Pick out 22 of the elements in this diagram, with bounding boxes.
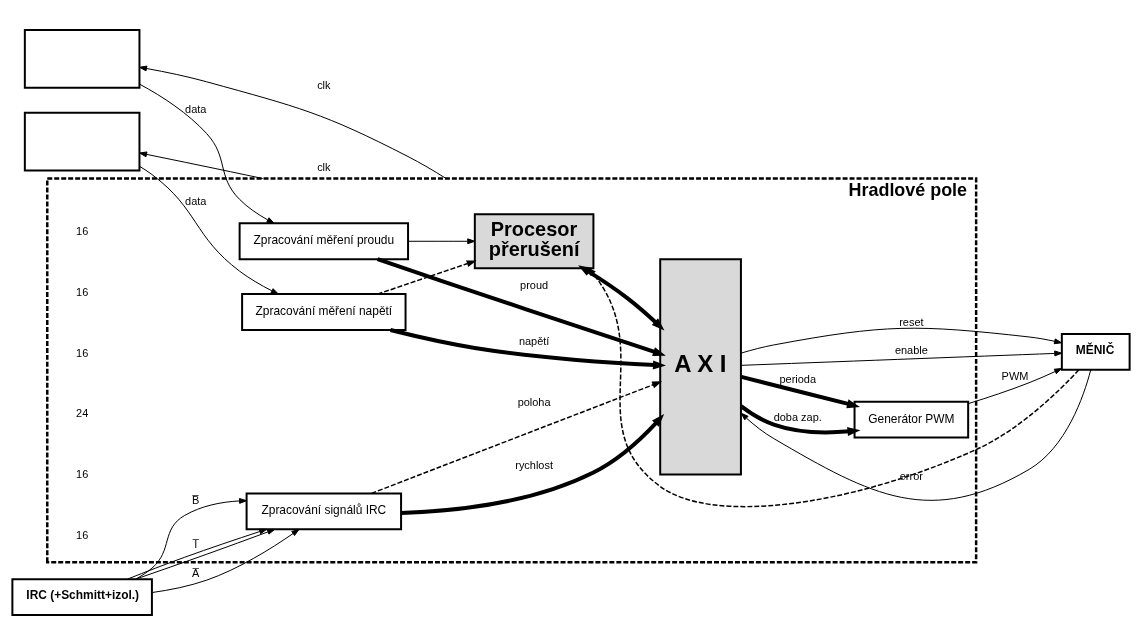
label: 16: [76, 467, 89, 480]
edge-label: I̅: [194, 537, 198, 550]
edge-label: clk: [317, 160, 331, 173]
edge-label: proud: [520, 278, 549, 291]
edge-label: poloha: [517, 395, 551, 408]
edge-label: reset: [899, 315, 924, 328]
label: 16: [76, 285, 89, 298]
label: 16: [76, 528, 89, 541]
edge-label: A̅: [192, 566, 200, 579]
edge-label: enable: [894, 343, 928, 356]
edge-label: napětí: [518, 334, 550, 347]
edge-label: B̅: [192, 493, 200, 506]
edge-label: PWM: [1001, 369, 1029, 382]
edge-label: data: [185, 194, 207, 207]
edge-label: clk: [317, 78, 331, 91]
label: 16: [76, 224, 89, 237]
edge-label: perioda: [779, 372, 817, 385]
edge-label: data: [185, 102, 207, 115]
edge-label: doba zap.: [773, 410, 822, 423]
label: 16: [76, 346, 89, 359]
label: 24: [76, 406, 89, 419]
edge-label: rychlost: [515, 458, 553, 471]
